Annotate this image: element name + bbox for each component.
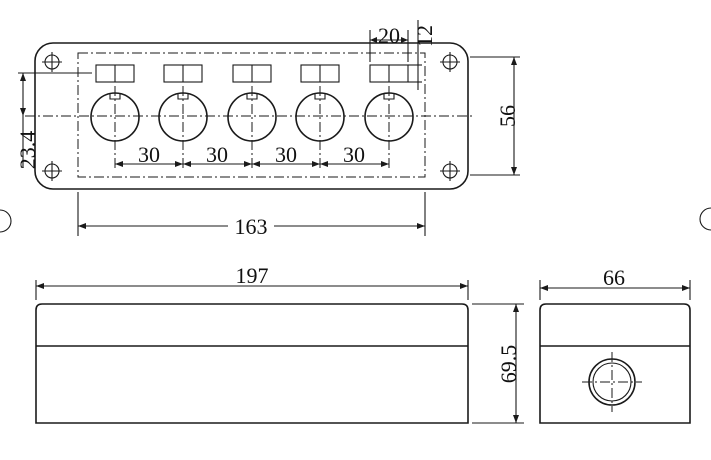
end-view-outline	[539, 303, 691, 424]
dim-label-overall-depth: 66	[603, 265, 625, 290]
dim-label-slot-height: 12	[412, 25, 437, 47]
dimension-overall-length: 197	[35, 263, 469, 300]
front-view: 30 30 30 30 20 12 23.4	[15, 20, 520, 239]
mount-hole-top-right	[440, 52, 460, 72]
dim-label-overall-height: 69.5	[496, 345, 521, 384]
mount-hole-bottom-right	[440, 161, 460, 181]
dimension-overall-height: 69.5	[472, 303, 524, 424]
dim-label-front-height: 56	[495, 105, 520, 127]
dim-label-spacing-1: 30	[138, 142, 160, 167]
dim-label-spacing-2: 30	[206, 142, 228, 167]
dim-label-mount-spacing: 163	[235, 214, 268, 239]
dimension-overall-depth: 66	[539, 265, 691, 300]
mount-hole-bottom-left	[42, 161, 62, 181]
dimension-front-height: 56	[470, 56, 520, 176]
label-slots	[95, 64, 409, 83]
edge-circle-left	[0, 209, 12, 233]
dimension-mount-spacing: 163	[77, 192, 426, 239]
side-view-outline	[35, 303, 469, 424]
button-holes	[90, 86, 414, 168]
button-hole	[158, 86, 208, 168]
dim-label-spacing-3: 30	[275, 142, 297, 167]
dim-label-overall-length: 197	[236, 263, 269, 288]
dim-label-slot-width: 20	[378, 23, 400, 48]
edge-circle-right	[699, 207, 711, 231]
button-hole	[90, 86, 140, 168]
button-hole	[364, 86, 414, 168]
dim-label-side-offset: 23.4	[15, 131, 40, 170]
dimension-side-offset: 23.4	[15, 72, 92, 170]
button-hole	[227, 86, 277, 168]
front-view-inner-boundary	[77, 52, 426, 178]
mount-hole-top-left	[42, 52, 62, 72]
end-view: 66	[539, 265, 691, 424]
side-view: 197 69.5	[35, 263, 524, 424]
dim-label-spacing-4: 30	[343, 142, 365, 167]
button-hole	[295, 86, 345, 168]
cable-entry-hole	[582, 352, 642, 412]
dimension-hole-spacing: 30 30 30 30	[115, 142, 389, 167]
dimension-slot: 20 12	[369, 20, 437, 90]
